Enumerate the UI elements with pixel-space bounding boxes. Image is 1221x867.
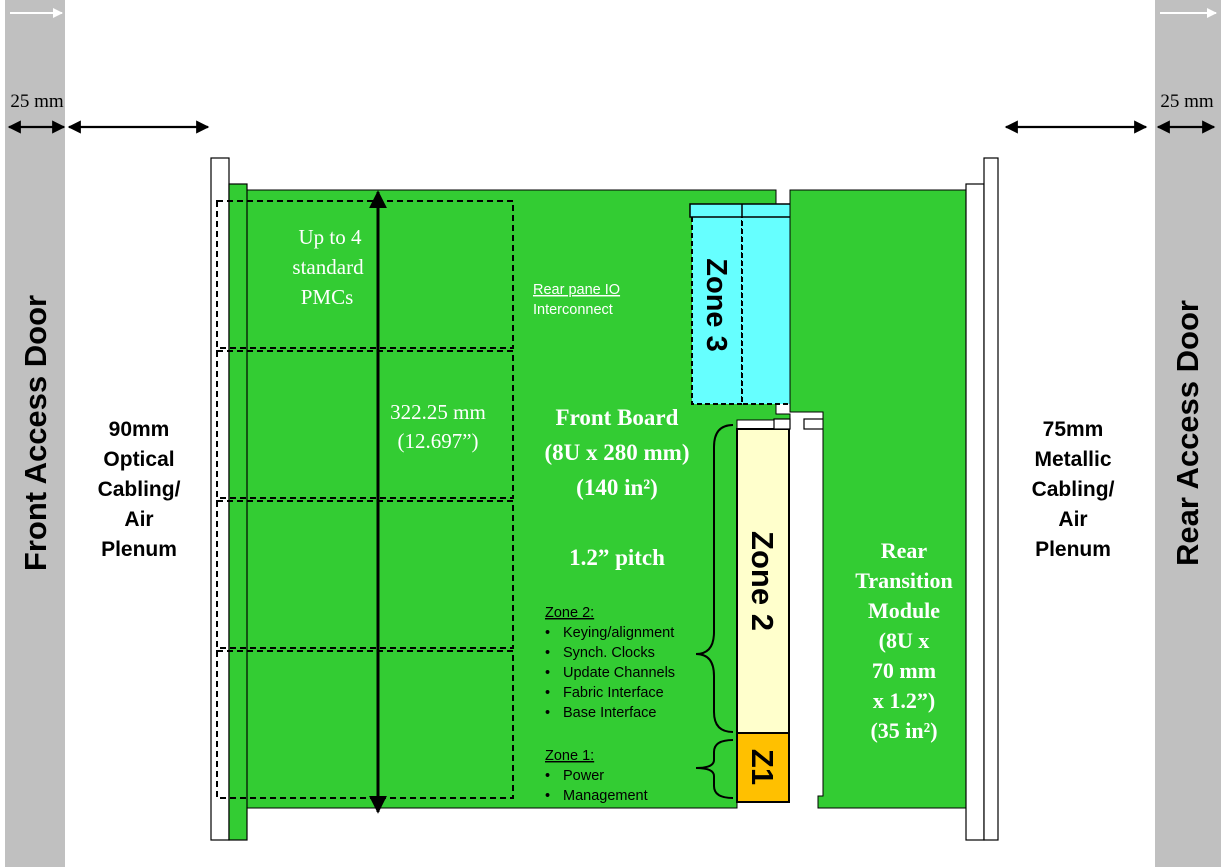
bullet: • [545, 685, 550, 701]
alignment-pin [773, 418, 791, 430]
rear-plenum-line: Cabling/ [1032, 478, 1115, 501]
rtm-label-line: (35 in²) [870, 718, 937, 743]
rear-plenum-line: Metallic [1034, 448, 1111, 471]
front-board-label-line: Front Board [556, 405, 679, 430]
zone2-item: Update Channels [563, 665, 675, 681]
zone2-description-list: • Keying/alignment • Synch. Clocks • Upd… [545, 625, 675, 721]
zone2-item: Synch. Clocks [563, 645, 655, 661]
pmc-label: Up to 4 standard PMCs [292, 225, 364, 309]
rear-plenum-line: Plenum [1035, 538, 1111, 561]
front-panel-inner [228, 183, 248, 841]
zone2-label: Zone 2 [745, 531, 780, 631]
rtm-panel-outer [983, 157, 999, 841]
front-access-door [5, 0, 65, 867]
pmc-slot [216, 500, 514, 649]
rtm-label-line: Rear [881, 538, 928, 563]
front-board-label-line: (8U x 280 mm) [545, 440, 690, 465]
rear-io-label-line1: Rear pane IO [533, 282, 620, 298]
zone1-item: Management [563, 788, 648, 804]
rear-access-door [1155, 0, 1221, 867]
front-plenum-line: Optical [103, 448, 174, 471]
pmc-slot [216, 650, 514, 799]
board-height-value: 322.25 mm [390, 400, 486, 424]
front-plenum-line: 90mm [109, 418, 170, 441]
bullet: • [545, 768, 550, 784]
zone2-item: Keying/alignment [563, 625, 674, 641]
front-plenum-line: Air [124, 508, 153, 531]
zone2-description-title: Zone 2: [545, 605, 594, 621]
front-access-door-label: Front Access Door [18, 295, 53, 571]
bullet: • [545, 705, 550, 721]
rear-transition-module [789, 189, 971, 809]
rear-access-door-label: Rear Access Door [1170, 300, 1205, 566]
rtm-label-line: Transition [855, 568, 952, 593]
front-board-label: Front Board (8U x 280 mm) (140 in²) [545, 405, 690, 500]
pmc-label-line: PMCs [301, 285, 354, 309]
bullet: • [545, 788, 550, 804]
rtm-panel-inner [965, 183, 985, 841]
zone1-brace [695, 739, 734, 799]
zone3-connector-front [691, 205, 743, 405]
zone3-connector-rear [741, 205, 795, 405]
zone2-connector [736, 428, 790, 734]
zone3-connector-cap [689, 203, 798, 218]
rear-io-label-line2: Interconnect [533, 302, 613, 318]
pmc-label-line: Up to 4 [299, 225, 363, 249]
bullet: • [545, 645, 550, 661]
board-height-inches: (12.697”) [397, 429, 478, 453]
front-door-width-label: 25 mm [10, 91, 64, 112]
rear-plenum-label: 75mm Metallic Cabling/ Air Plenum [1032, 418, 1115, 561]
zone3-label: Zone 3 [700, 258, 732, 351]
rear-door-width-label: 25 mm [1160, 91, 1214, 112]
zone1-description-title: Zone 1: [545, 748, 594, 764]
front-plenum-line: Cabling/ [98, 478, 181, 501]
rtm-label-line: (8U x [879, 628, 930, 653]
rear-plenum-line: Air [1058, 508, 1087, 531]
pmc-slot [216, 200, 514, 349]
front-plenum-label: 90mm Optical Cabling/ Air Plenum [98, 418, 181, 561]
zone1-connector [736, 732, 790, 803]
pmc-slot [216, 350, 514, 499]
front-plenum-line: Plenum [101, 538, 177, 561]
zone1-label: Z1 [745, 749, 780, 785]
zone2-item: Fabric Interface [563, 685, 664, 701]
rtm-label-line: x 1.2”) [873, 688, 935, 713]
front-board-label-line: (140 in²) [576, 475, 658, 500]
zone1-item: Power [563, 768, 604, 784]
rear-plenum-line: 75mm [1043, 418, 1104, 441]
rtm-label-line: 70 mm [872, 658, 936, 683]
pmc-label-line: standard [292, 255, 364, 279]
zone2-item: Base Interface [563, 705, 657, 721]
bullet: • [545, 665, 550, 681]
rtm-label: Rear Transition Module (8U x 70 mm x 1.2… [855, 538, 952, 743]
zone2-brace [695, 424, 734, 733]
rtm-label-line: Module [868, 598, 940, 623]
pitch-label: 1.2” pitch [569, 545, 665, 570]
zone1-description-list: • Power • Management [545, 768, 648, 804]
bullet: • [545, 625, 550, 641]
